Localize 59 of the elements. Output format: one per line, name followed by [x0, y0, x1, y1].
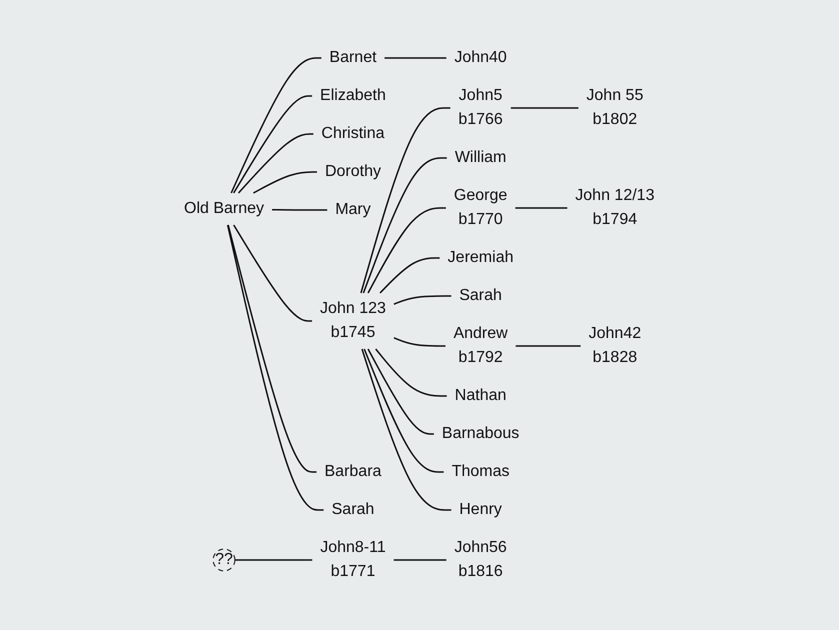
- connector: [516, 345, 581, 347]
- node-text: Barnabous: [442, 425, 520, 442]
- node-text: Old Barney: [184, 200, 264, 217]
- node-text: Henry: [460, 501, 502, 518]
- node-label: b1794: [592, 211, 638, 228]
- connector: [230, 57, 322, 194]
- node-label: b1770: [458, 211, 504, 228]
- connector: [511, 107, 579, 109]
- node-text: John40: [454, 49, 508, 66]
- node-text: Christina: [322, 125, 385, 142]
- node-text: Jeremiah: [448, 249, 514, 266]
- connector: [394, 559, 447, 561]
- node-text: Barbara: [324, 463, 382, 480]
- node-text: William: [455, 149, 507, 166]
- node-label: b1745: [330, 324, 376, 341]
- connector: [394, 337, 446, 347]
- node-text: Thomas: [452, 463, 510, 480]
- node-label: b1766: [458, 111, 504, 128]
- connector: [364, 348, 444, 473]
- node-text: Barnet: [330, 49, 377, 66]
- connector: [228, 224, 317, 473]
- node-text: John 123: [320, 300, 386, 317]
- connector: [235, 559, 312, 561]
- connector: [380, 257, 440, 294]
- node-text: Elizabeth: [320, 87, 386, 104]
- connector: [233, 224, 312, 322]
- connector: [384, 57, 447, 59]
- connector: [516, 207, 568, 209]
- node-label: b1816: [458, 563, 504, 580]
- connector: [227, 224, 324, 511]
- connector: [360, 107, 451, 294]
- node-text: John42: [588, 325, 642, 342]
- node-circle: ??: [212, 548, 236, 572]
- node-label: b1828: [592, 349, 638, 366]
- connector: [394, 295, 452, 305]
- node-text: John56: [454, 539, 508, 556]
- node-label: b1802: [592, 111, 638, 128]
- node-text: Andrew: [454, 325, 508, 342]
- connector: [368, 207, 446, 294]
- node-text: John8-11: [320, 539, 386, 556]
- node-text: John5: [459, 87, 503, 104]
- node-text: Nathan: [455, 387, 507, 404]
- node-text: Sarah: [332, 501, 375, 518]
- connector: [253, 171, 318, 194]
- connector: [362, 348, 452, 511]
- node-text: Mary: [335, 201, 372, 218]
- node-label: b1792: [458, 349, 504, 366]
- node-text: Dorothy: [325, 163, 382, 180]
- connector: [363, 157, 448, 294]
- node-text: Sarah: [460, 287, 502, 304]
- connector: [368, 348, 434, 435]
- connector: [233, 95, 312, 194]
- node-label: b1771: [330, 563, 376, 580]
- node-text: John 12/13: [576, 187, 655, 204]
- connector: [375, 348, 448, 397]
- connector: [272, 208, 328, 211]
- connector: [238, 133, 314, 194]
- node-text: John 55: [586, 87, 644, 104]
- node-text: George: [454, 187, 508, 204]
